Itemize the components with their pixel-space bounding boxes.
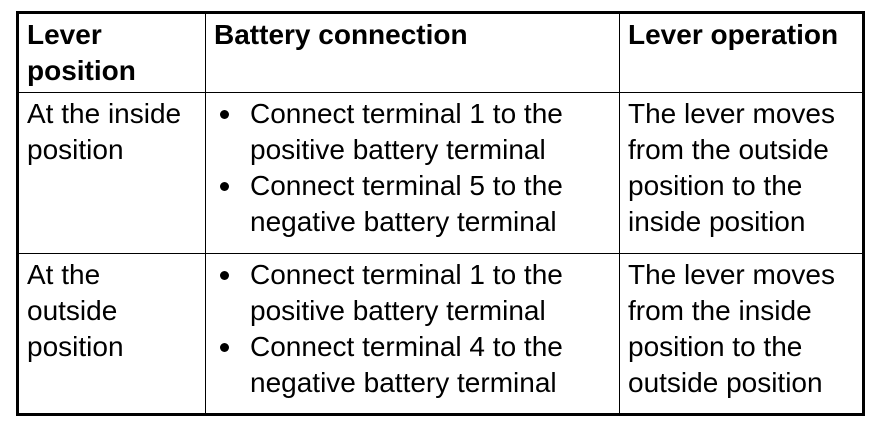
list-item: Connect terminal 4 to the negative batte… [214, 329, 611, 401]
bullet-icon [220, 271, 229, 280]
list-item: Connect terminal 1 to the positive batte… [214, 96, 611, 168]
bullet-icon [220, 343, 229, 352]
list-item-text: Connect terminal 1 to the positive batte… [250, 98, 563, 165]
header-battery-connection: Battery connection [205, 12, 620, 93]
cell-lever-operation: The lever moves from the outside positio… [619, 92, 864, 254]
list-item: Connect terminal 1 to the positive batte… [214, 257, 611, 329]
bullet-icon [220, 110, 229, 119]
cell-lever-position: At the inside position [17, 92, 206, 254]
cell-lever-operation: The lever moves from the inside position… [619, 253, 864, 415]
cell-battery-connection: Connect terminal 1 to the positive batte… [205, 253, 620, 415]
bullet-icon [220, 182, 229, 191]
cell-lever-position: At the outside position [17, 253, 206, 415]
list-item: Connect terminal 5 to the negative batte… [214, 168, 611, 240]
cell-battery-connection: Connect terminal 1 to the positive batte… [205, 92, 620, 254]
table-row: At the outside position Connect terminal… [17, 253, 864, 415]
battery-connection-list: Connect terminal 1 to the positive batte… [214, 96, 611, 240]
battery-connection-list: Connect terminal 1 to the positive batte… [214, 257, 611, 401]
list-item-text: Connect terminal 1 to the positive batte… [250, 259, 563, 326]
lever-operation-table-container: Lever position Battery connection Lever … [16, 11, 865, 416]
lever-operation-table: Lever position Battery connection Lever … [16, 11, 865, 416]
table-row: At the inside position Connect terminal … [17, 92, 864, 254]
header-lever-position: Lever position [17, 12, 206, 93]
list-item-text: Connect terminal 5 to the negative batte… [250, 170, 563, 237]
header-lever-operation: Lever operation [619, 12, 864, 93]
table-header-row: Lever position Battery connection Lever … [17, 12, 864, 93]
list-item-text: Connect terminal 4 to the negative batte… [250, 331, 563, 398]
